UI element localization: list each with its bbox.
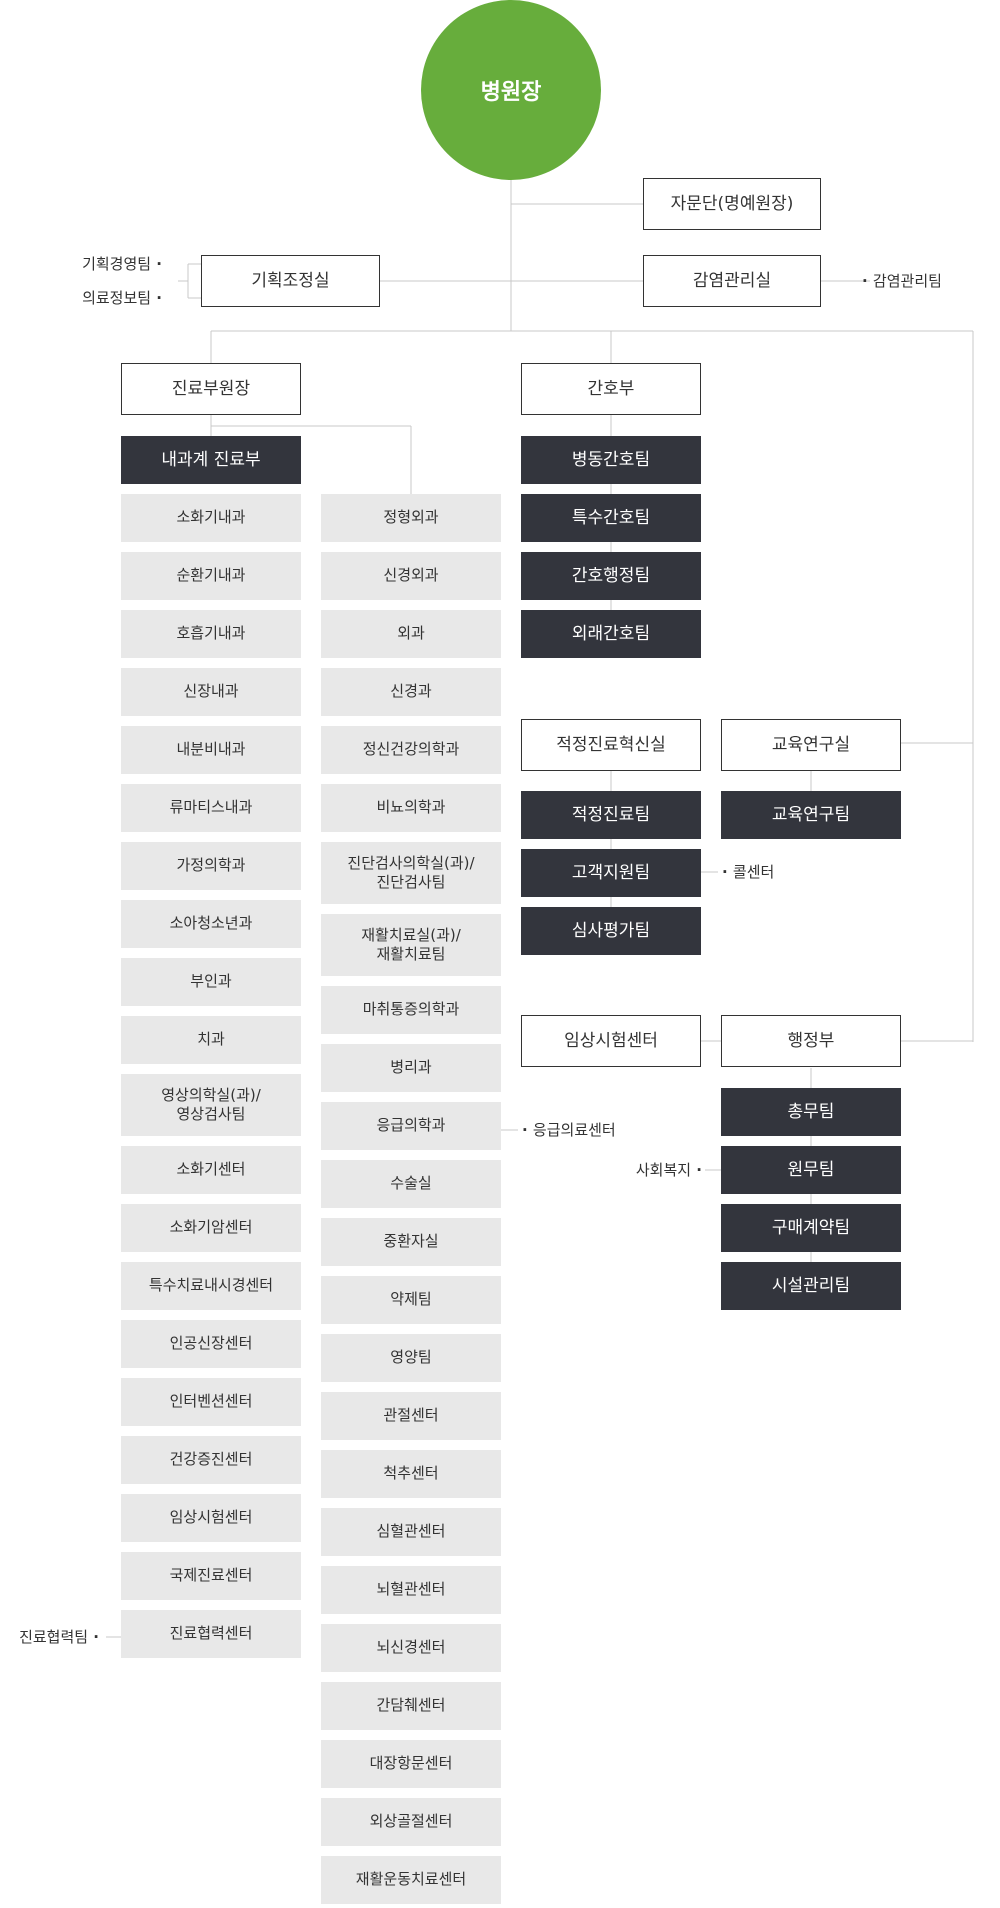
department-item[interactable]: 신장내과 bbox=[121, 668, 301, 716]
department-item[interactable]: 호흡기내과 bbox=[121, 610, 301, 658]
department-item[interactable]: 수술실 bbox=[321, 1160, 501, 1208]
department-item[interactable]: 인터벤션센터 bbox=[121, 1378, 301, 1426]
innovation-team-item[interactable]: 고객지원팀 bbox=[521, 849, 701, 897]
call-center-label: 콜센터 bbox=[722, 862, 774, 882]
nursing-team-item[interactable]: 외래간호팀 bbox=[521, 610, 701, 658]
emergency-center-label: 응급의료센터 bbox=[522, 1120, 616, 1140]
department-item[interactable]: 국제진료센터 bbox=[121, 1552, 301, 1600]
department-item[interactable]: 뇌신경센터 bbox=[321, 1624, 501, 1672]
department-item[interactable]: 정신건강의학과 bbox=[321, 726, 501, 774]
hospital-director-node[interactable]: 병원장 bbox=[421, 0, 601, 180]
department-item[interactable]: 응급의학과 bbox=[321, 1102, 501, 1150]
medical-vp-box[interactable]: 진료부원장 bbox=[121, 363, 301, 415]
department-item[interactable]: 영상의학실(과)/ 영상검사팀 bbox=[121, 1074, 301, 1136]
department-item[interactable]: 약제팀 bbox=[321, 1276, 501, 1324]
department-item[interactable]: 마취통증의학과 bbox=[321, 986, 501, 1034]
infection-control-box[interactable]: 감염관리실 bbox=[643, 255, 821, 307]
department-item[interactable]: 비뇨의학과 bbox=[321, 784, 501, 832]
referral-team-label: 진료협력팀 bbox=[19, 1627, 99, 1647]
education-research-office-box[interactable]: 교육연구실 bbox=[721, 719, 901, 771]
department-item[interactable]: 특수치료내시경센터 bbox=[121, 1262, 301, 1310]
administration-team-item[interactable]: 시설관리팀 bbox=[721, 1262, 901, 1310]
department-item[interactable]: 대장항문센터 bbox=[321, 1740, 501, 1788]
nursing-team-item[interactable]: 간호행정팀 bbox=[521, 552, 701, 600]
administration-department-box[interactable]: 행정부 bbox=[721, 1015, 901, 1067]
internal-medicine-division-box[interactable]: 내과계 진료부 bbox=[121, 436, 301, 484]
department-item[interactable]: 외과 bbox=[321, 610, 501, 658]
department-item[interactable]: 영양팀 bbox=[321, 1334, 501, 1382]
department-item[interactable]: 류마티스내과 bbox=[121, 784, 301, 832]
administration-team-item[interactable]: 구매계약팀 bbox=[721, 1204, 901, 1252]
department-item[interactable]: 외상골절센터 bbox=[321, 1798, 501, 1846]
department-item[interactable]: 신경과 bbox=[321, 668, 501, 716]
nursing-team-item[interactable]: 특수간호팀 bbox=[521, 494, 701, 542]
department-item[interactable]: 부인과 bbox=[121, 958, 301, 1006]
innovation-team-item[interactable]: 심사평가팀 bbox=[521, 907, 701, 955]
department-item[interactable]: 진단검사의학실(과)/ 진단검사팀 bbox=[321, 842, 501, 904]
department-item[interactable]: 치과 bbox=[121, 1016, 301, 1064]
department-item[interactable]: 병리과 bbox=[321, 1044, 501, 1092]
administration-team-item[interactable]: 원무팀 bbox=[721, 1146, 901, 1194]
department-item[interactable]: 가정의학과 bbox=[121, 842, 301, 890]
department-item[interactable]: 정형외과 bbox=[321, 494, 501, 542]
planning-office-box[interactable]: 기획조정실 bbox=[201, 255, 380, 307]
department-item[interactable]: 재활치료실(과)/ 재활치료팀 bbox=[321, 914, 501, 976]
department-item[interactable]: 관절센터 bbox=[321, 1392, 501, 1440]
advisory-board-box[interactable]: 자문단(명예원장) bbox=[643, 178, 821, 230]
department-item[interactable]: 뇌혈관센터 bbox=[321, 1566, 501, 1614]
department-item[interactable]: 심혈관센터 bbox=[321, 1508, 501, 1556]
innovation-team-item[interactable]: 적정진료팀 bbox=[521, 791, 701, 839]
department-item[interactable]: 순환기내과 bbox=[121, 552, 301, 600]
department-item[interactable]: 중환자실 bbox=[321, 1218, 501, 1266]
infection-team-label: 감염관리팀 bbox=[862, 271, 942, 291]
department-item[interactable]: 내분비내과 bbox=[121, 726, 301, 774]
nursing-team-item[interactable]: 병동간호팀 bbox=[521, 436, 701, 484]
education-research-team-box[interactable]: 교육연구팀 bbox=[721, 791, 901, 839]
department-item[interactable]: 간담췌센터 bbox=[321, 1682, 501, 1730]
department-item[interactable]: 소화기내과 bbox=[121, 494, 301, 542]
department-item[interactable]: 임상시험센터 bbox=[121, 1494, 301, 1542]
department-item[interactable]: 인공신장센터 bbox=[121, 1320, 301, 1368]
department-item[interactable]: 소아청소년과 bbox=[121, 900, 301, 948]
administration-team-item[interactable]: 총무팀 bbox=[721, 1088, 901, 1136]
social-welfare-label: 사회복지 bbox=[636, 1160, 702, 1180]
department-item[interactable]: 소화기센터 bbox=[121, 1146, 301, 1194]
quality-innovation-office-box[interactable]: 적정진료혁신실 bbox=[521, 719, 701, 771]
department-item[interactable]: 소화기암센터 bbox=[121, 1204, 301, 1252]
department-item[interactable]: 진료협력센터 bbox=[121, 1610, 301, 1658]
department-item[interactable]: 척추센터 bbox=[321, 1450, 501, 1498]
department-item[interactable]: 재활운동치료센터 bbox=[321, 1856, 501, 1904]
planning-team-label: 기획경영팀 bbox=[82, 254, 162, 274]
clinical-trial-center-box[interactable]: 임상시험센터 bbox=[521, 1015, 701, 1067]
nursing-department-box[interactable]: 간호부 bbox=[521, 363, 701, 415]
medical-info-team-label: 의료정보팀 bbox=[82, 288, 162, 308]
department-item[interactable]: 신경외과 bbox=[321, 552, 501, 600]
department-item[interactable]: 건강증진센터 bbox=[121, 1436, 301, 1484]
